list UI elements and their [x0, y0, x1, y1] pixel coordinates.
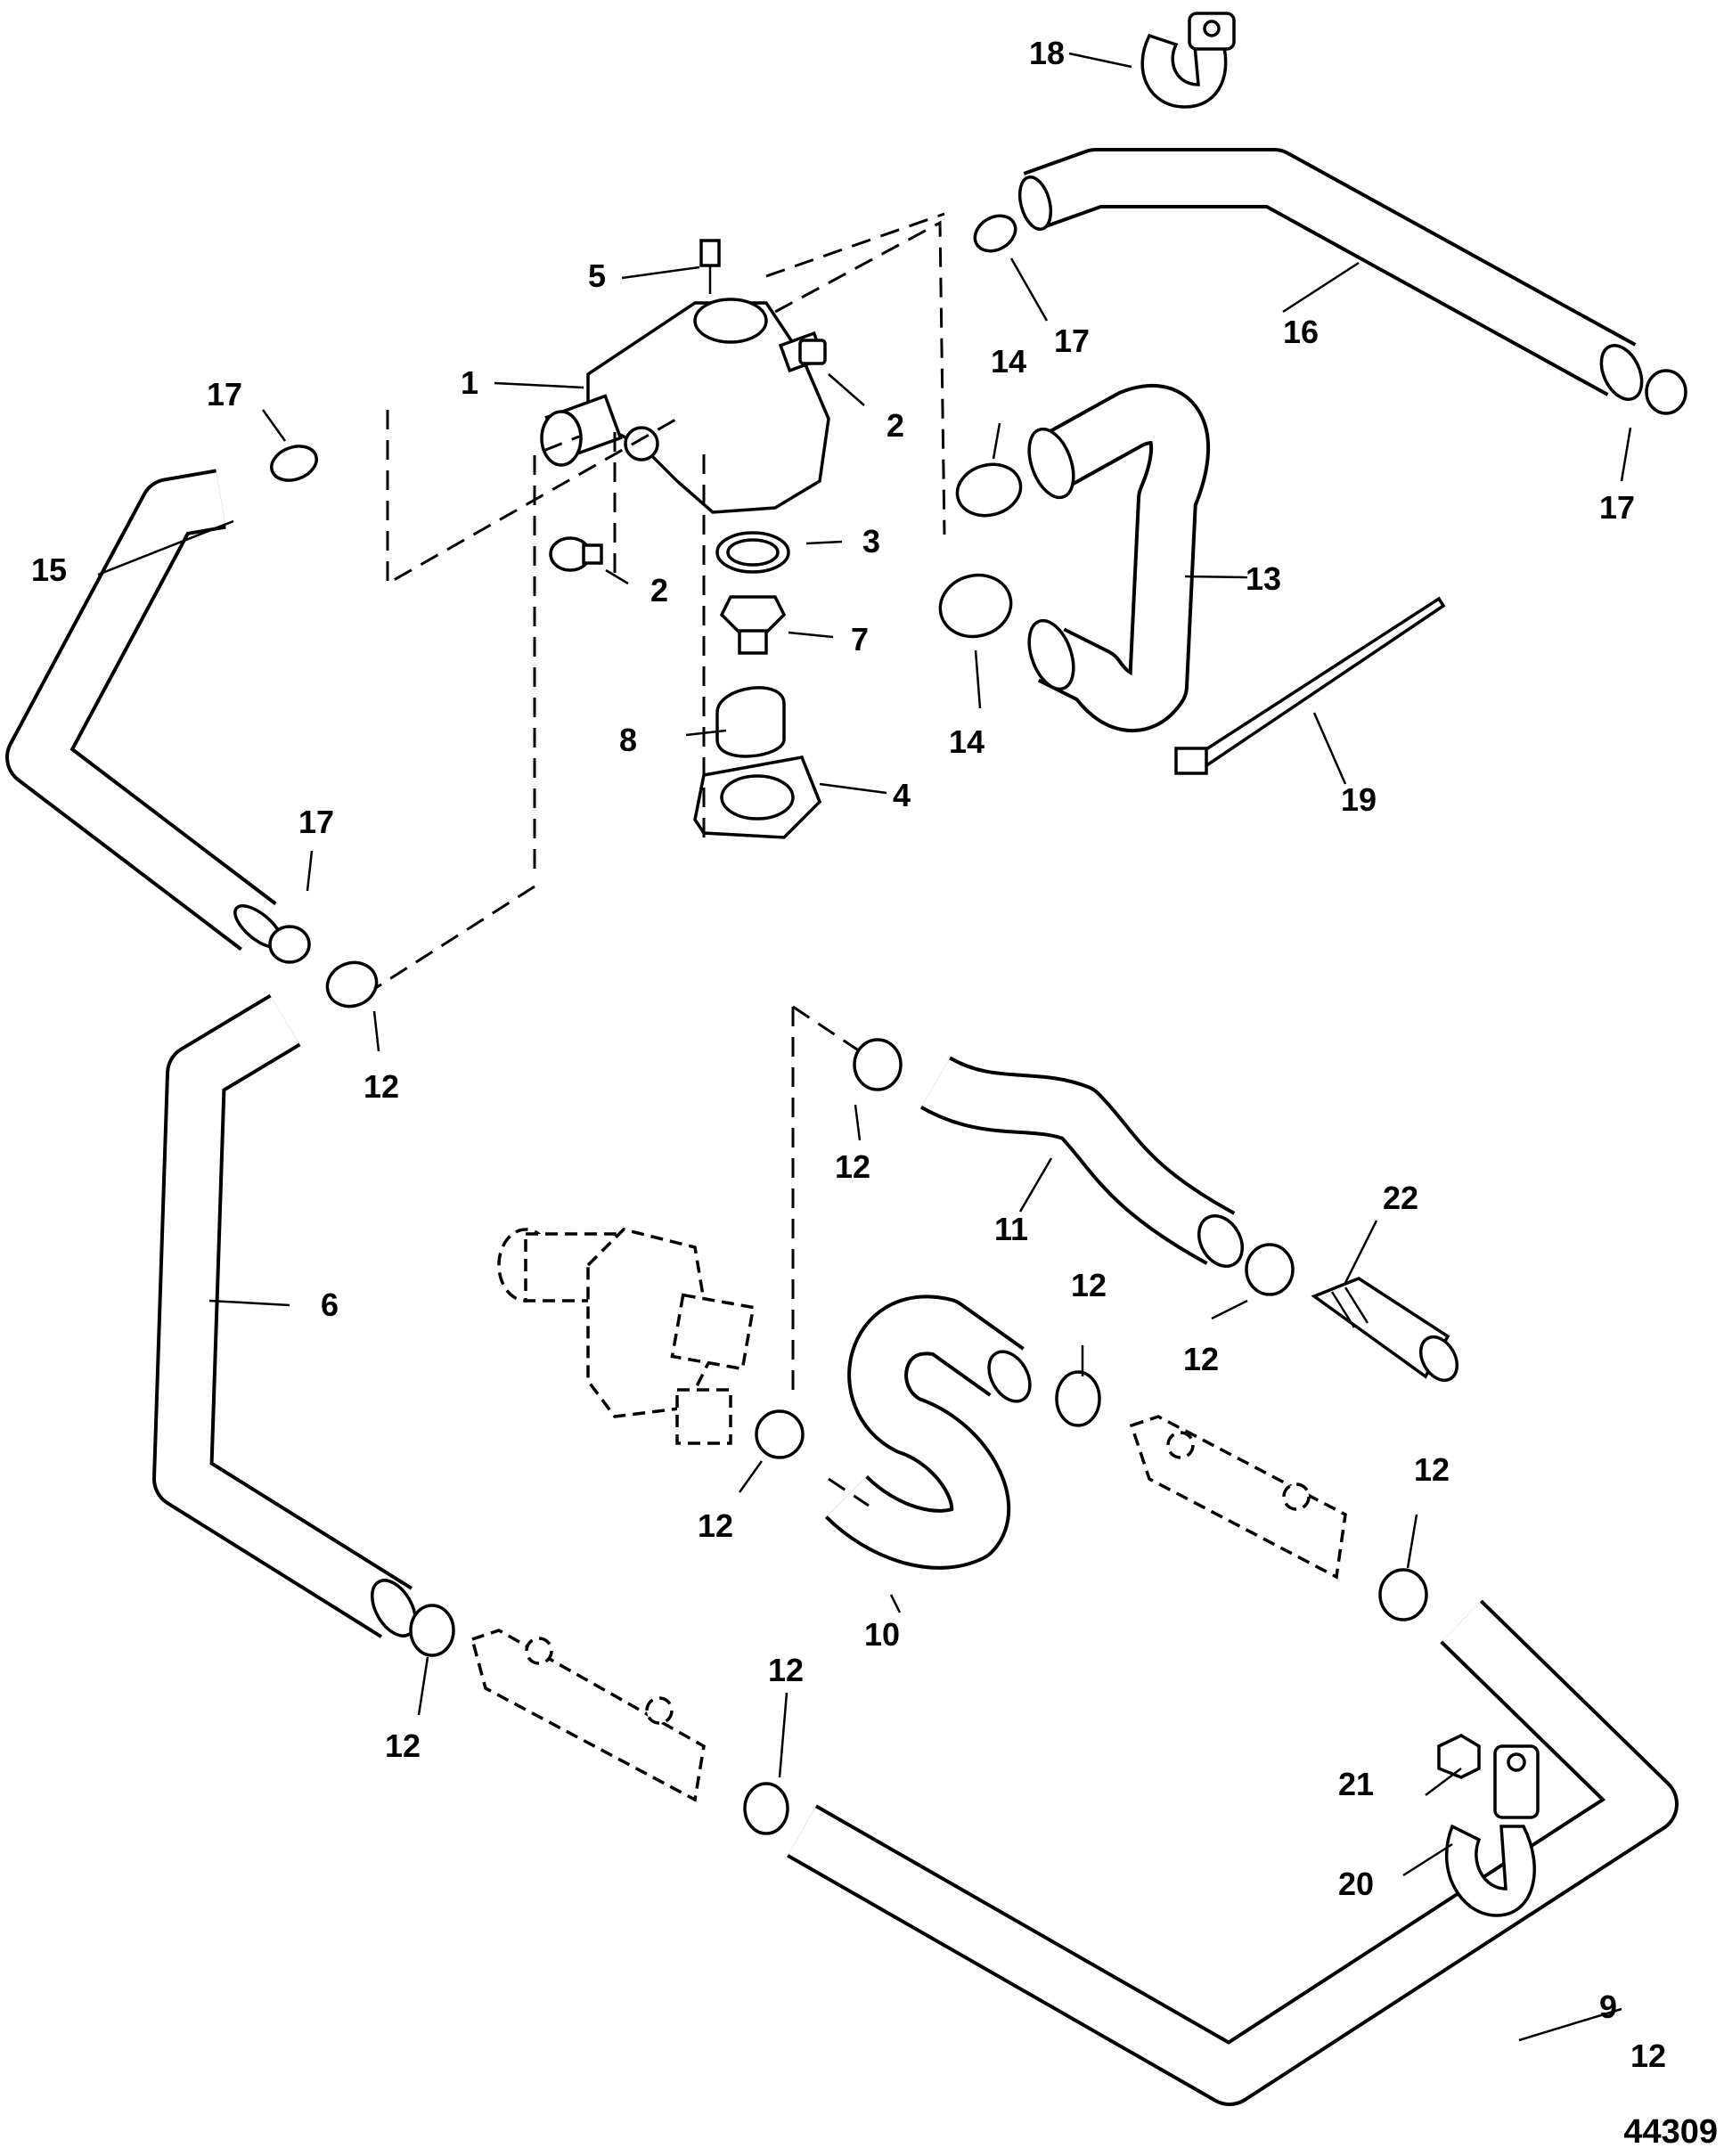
thermostat-5 [719, 595, 787, 655]
callout-12-c: 12 [1071, 1267, 1107, 1303]
pump-dashed [497, 1228, 756, 1445]
leader-lines [97, 52, 1632, 2042]
callout-12-e: 12 [1414, 1451, 1450, 1488]
callout-7: 5 [588, 257, 606, 294]
callout-4: 4 [893, 777, 911, 813]
callout-12-i: 12 [1630, 2038, 1666, 2074]
callout-8: 6 [321, 1286, 339, 1323]
callout-21: 21 [1338, 1766, 1374, 1802]
hose-10 [824, 1294, 1032, 1570]
plug-2-right [798, 339, 827, 365]
callout-12-b: 12 [835, 1148, 870, 1185]
callout-12-a: 12 [364, 1068, 399, 1105]
gasket-3 [715, 531, 790, 574]
hose-15 [5, 469, 283, 951]
figure-number: 44309 [1623, 2113, 1718, 2151]
callout-6: 8 [619, 722, 637, 758]
plug-2-left [549, 536, 603, 572]
thermostat-housing [540, 298, 830, 514]
nut-21 [1437, 1734, 1481, 1779]
clip-20 [1444, 1744, 1540, 1917]
callout-13: 13 [1246, 560, 1281, 597]
callout-20: 20 [1338, 1866, 1374, 1902]
clamps [268, 214, 1687, 1835]
callout-18: 18 [1029, 35, 1065, 71]
callout-14-top: 14 [991, 343, 1026, 380]
callout-17-top-center: 17 [1054, 323, 1090, 359]
callout-17-right: 17 [1599, 489, 1635, 526]
hose-8 [152, 993, 418, 1638]
cooler-lower-dashed [470, 1629, 706, 1802]
clip-18 [1140, 12, 1236, 109]
callout-1: 1 [461, 364, 478, 401]
callout-10: 10 [864, 1616, 900, 1653]
callout-15: 15 [31, 551, 67, 588]
callout-9: 9 [1599, 1989, 1617, 2025]
callout-12-h: 12 [385, 1727, 421, 1764]
callout-11: 11 [994, 1211, 1028, 1247]
callout-labels: 18 5 1 2 2 3 7 8 4 17 15 17 16 17 14 13 … [31, 35, 1718, 2151]
callout-19: 19 [1341, 781, 1377, 818]
callout-2-left: 2 [650, 572, 668, 608]
hose-13 [1027, 384, 1210, 732]
callout-14-bottom: 14 [949, 723, 985, 760]
hose-16 [1017, 148, 1644, 401]
cable-tie-19 [1174, 596, 1446, 775]
callout-12-d: 12 [1183, 1341, 1219, 1377]
callout-17-left: 17 [298, 804, 334, 840]
callout-12-f: 12 [698, 1507, 733, 1544]
sleeve-6 [715, 686, 786, 758]
callout-17-top-left: 17 [207, 376, 242, 412]
hose-9 [787, 1599, 1679, 2106]
callout-5: 7 [851, 621, 869, 657]
callout-2-right: 2 [887, 407, 904, 444]
callout-12-g: 12 [768, 1652, 804, 1688]
callout-16: 16 [1283, 314, 1319, 350]
fitting-22 [1311, 1277, 1459, 1382]
hose-11 [919, 1056, 1244, 1268]
callout-22: 22 [1383, 1180, 1418, 1216]
bolt-7 [699, 239, 721, 294]
cooler-upper-dashed [1129, 1415, 1347, 1580]
callout-3: 3 [862, 523, 880, 559]
alignment-lines [373, 212, 946, 1507]
gasket-4 [693, 755, 822, 839]
